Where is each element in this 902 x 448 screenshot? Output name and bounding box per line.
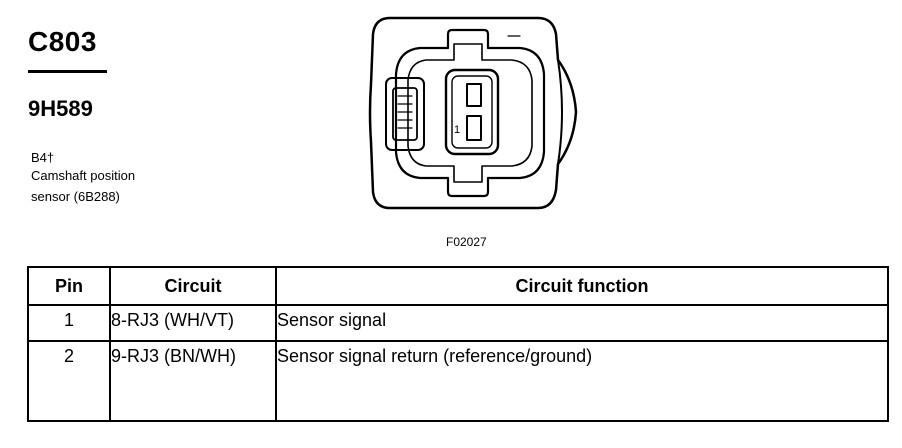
- pin-terminal-2: [466, 83, 482, 107]
- location-code: B4†: [31, 150, 55, 165]
- figure-id: F02027: [446, 235, 487, 249]
- connector-id: C803: [28, 26, 97, 57]
- inner-body-outline: [394, 28, 546, 198]
- table-row: 1 8-RJ3 (WH/VT) Sensor signal: [27, 304, 889, 342]
- table-header-row: Pin Circuit Circuit function: [27, 266, 889, 306]
- table-row: 2 9-RJ3 (BN/WH) Sensor signal return (re…: [27, 340, 889, 422]
- pinout-table: Pin Circuit Circuit function 1 8-RJ3 (WH…: [27, 266, 889, 422]
- housing-side-curve: [557, 59, 563, 165]
- connector-face-diagram: 1: [368, 16, 578, 210]
- header-circuit-function: Circuit function: [275, 266, 889, 306]
- latch-tab: [392, 87, 418, 141]
- pin-cavity-inner: [451, 75, 493, 149]
- circuit-cell: 8-RJ3 (WH/VT): [109, 304, 277, 342]
- latch-frame: [385, 77, 425, 151]
- pin-terminal-1: [466, 115, 482, 141]
- title-underline: [28, 70, 107, 73]
- pin-cell: 1: [27, 304, 111, 342]
- function-cell: Sensor signal: [275, 304, 889, 342]
- circuit-cell: 9-RJ3 (BN/WH): [109, 340, 277, 422]
- header-pin: Pin: [27, 266, 111, 306]
- pin-cell: 2: [27, 340, 111, 422]
- function-cell: Sensor signal return (reference/ground): [275, 340, 889, 422]
- inner-body-rim: [407, 43, 533, 183]
- pin-1-marker: 1: [454, 124, 460, 136]
- description-line-1: Camshaft position: [31, 168, 136, 183]
- part-number: 9H589: [28, 96, 93, 121]
- description-line-2: sensor (6B288): [31, 189, 120, 204]
- header-circuit: Circuit: [109, 266, 277, 306]
- pin-cavity-block: [444, 68, 500, 156]
